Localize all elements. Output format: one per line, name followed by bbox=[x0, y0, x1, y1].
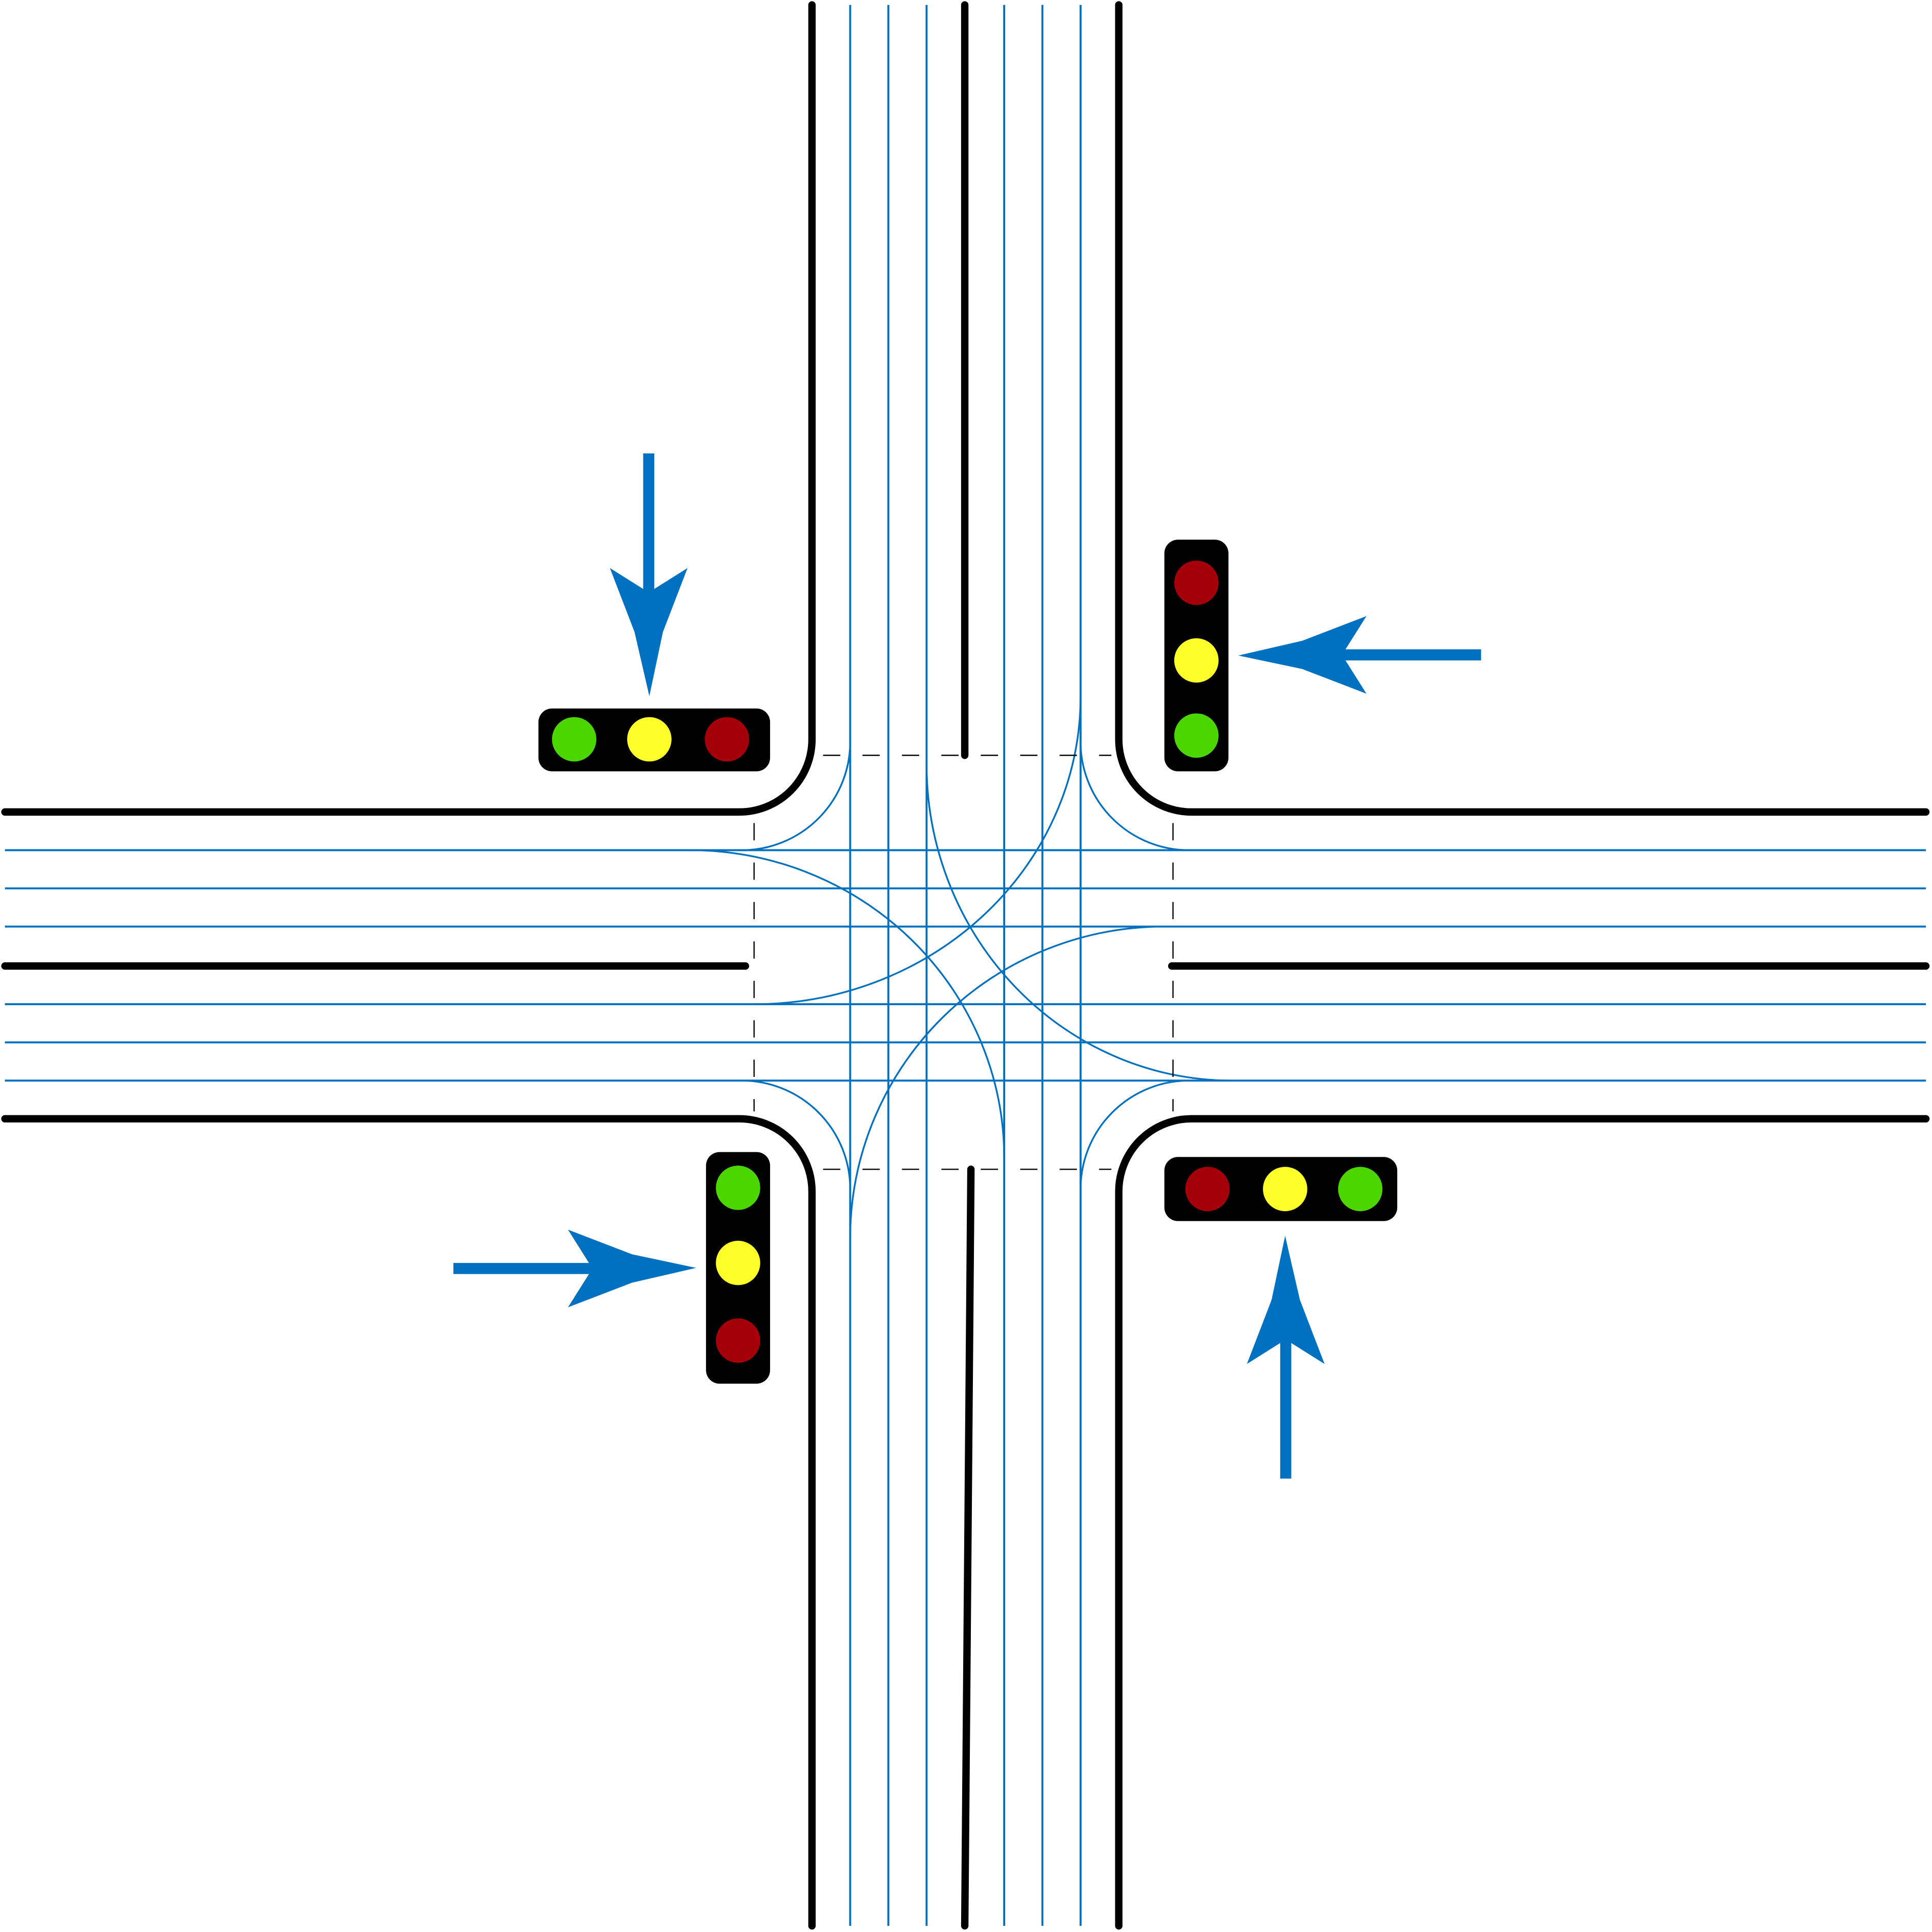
yellow-light bbox=[1174, 638, 1219, 683]
left-turn-path-westbound bbox=[754, 696, 1082, 1005]
left-turn-path-northbound bbox=[849, 925, 1165, 1239]
green-light bbox=[552, 717, 597, 762]
arrow-down-icon bbox=[610, 453, 688, 696]
curb-northwest bbox=[1, 1, 816, 816]
right-turn-path-se bbox=[1079, 1079, 1189, 1189]
lane-lines bbox=[5, 5, 1926, 1926]
right-turn-path-ne bbox=[1079, 739, 1189, 851]
curb-southeast bbox=[1115, 1115, 1930, 1930]
curb-southwest bbox=[1, 1115, 816, 1930]
red-light bbox=[716, 1318, 760, 1363]
red-light bbox=[704, 717, 750, 762]
traffic-light-northbound bbox=[1164, 1157, 1398, 1221]
arrow-up-icon bbox=[1247, 1236, 1325, 1479]
left-turn-path-eastbound bbox=[690, 849, 1005, 1158]
green-light bbox=[1338, 1167, 1383, 1212]
yellow-light bbox=[1263, 1167, 1307, 1212]
curb-northeast bbox=[1115, 1, 1930, 816]
yellow-light bbox=[627, 717, 672, 762]
stop-lines bbox=[753, 755, 1174, 1170]
arrow-left-icon bbox=[1238, 616, 1481, 694]
left-turn-path-southbound bbox=[925, 764, 1232, 1082]
right-turn-path-sw bbox=[741, 1079, 851, 1189]
green-light bbox=[1174, 713, 1219, 758]
red-light bbox=[1174, 560, 1219, 605]
traffic-light-eastbound bbox=[706, 1152, 771, 1384]
center-line-south bbox=[961, 1166, 975, 1930]
right-turn-path-nw bbox=[741, 739, 851, 851]
yellow-light bbox=[716, 1240, 760, 1285]
green-light bbox=[716, 1166, 760, 1210]
traffic-light-westbound bbox=[1164, 539, 1229, 772]
red-light bbox=[1185, 1167, 1230, 1212]
turning-paths bbox=[690, 696, 1232, 1239]
traffic-light-southbound bbox=[538, 708, 771, 772]
arrow-right-icon bbox=[453, 1230, 696, 1307]
